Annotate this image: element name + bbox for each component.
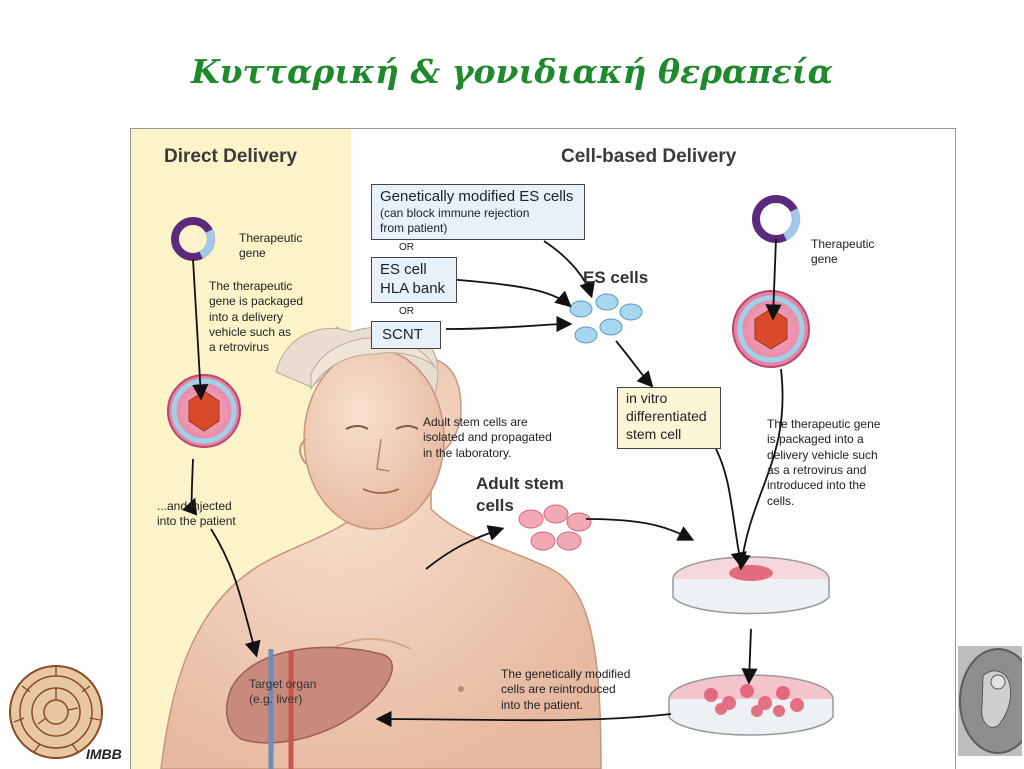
target-organ-label: Target organ (e.g. liver) [249, 677, 317, 707]
petri-dish-bottom [668, 674, 834, 736]
slide-title: Κυτταρική & γονιδιακή θεραπεία [190, 52, 834, 91]
phaistos-disc-logo [9, 665, 103, 759]
reintroduced-text: The genetically modified cells are reint… [501, 667, 631, 712]
or-label-1: OR [399, 242, 414, 253]
es-cells-label: ES cells [583, 268, 649, 287]
liver-illustration [225, 646, 393, 744]
cell-based-delivery-header: Cell-based Delivery [561, 146, 737, 167]
therapeutic-gene-label-left: Therapeutic gene [239, 231, 303, 261]
coin-logo [958, 646, 1022, 756]
flow-arrows [181, 238, 784, 728]
es-hla-label: ES cell HLA bank [380, 261, 446, 298]
adult-isolated-text: Adult stem cells are isolated and propag… [423, 415, 552, 460]
direct-packaged-text: The therapeutic gene is packaged into a … [209, 279, 304, 355]
es-modified-title: Genetically modified ES cells [380, 188, 574, 205]
imbb-label: IMBB [86, 746, 122, 762]
scnt-box: SCNT [371, 321, 441, 349]
retrovirus-right-icon [732, 290, 810, 368]
gene-therapy-figure: Direct Delivery Cell-based Delivery Ther… [130, 128, 956, 769]
plasmid-right-icon [752, 195, 801, 243]
adult-stem-cells-cluster [518, 504, 592, 551]
petri-dish-top [672, 556, 830, 615]
es-hla-box: ES cell HLA bank [371, 257, 457, 303]
injected-text: ...and injected into the patient [157, 499, 236, 529]
in-vitro-box: in vitro differentiated stem cell [617, 387, 721, 449]
es-cells-cluster [569, 293, 643, 344]
es-modified-sub: (can block immune rejection from patient… [380, 206, 530, 236]
scnt-label: SCNT [382, 326, 423, 343]
cell-packaged-text: The therapeutic gene is packaged into a … [767, 417, 881, 508]
direct-delivery-header: Direct Delivery [164, 146, 298, 167]
es-modified-box: Genetically modified ES cells (can block… [371, 184, 585, 240]
adult-stem-cells-label: Adult stem cells [476, 474, 564, 515]
or-label-2: OR [399, 306, 414, 317]
patient-illustration [160, 326, 602, 769]
therapeutic-gene-label-right: Therapeutic gene [811, 237, 875, 267]
plasmid-left-icon [171, 217, 215, 261]
in-vitro-label: in vitro differentiated stem cell [626, 390, 707, 442]
retrovirus-left-icon [167, 374, 241, 448]
figure-illustration [160, 195, 834, 769]
